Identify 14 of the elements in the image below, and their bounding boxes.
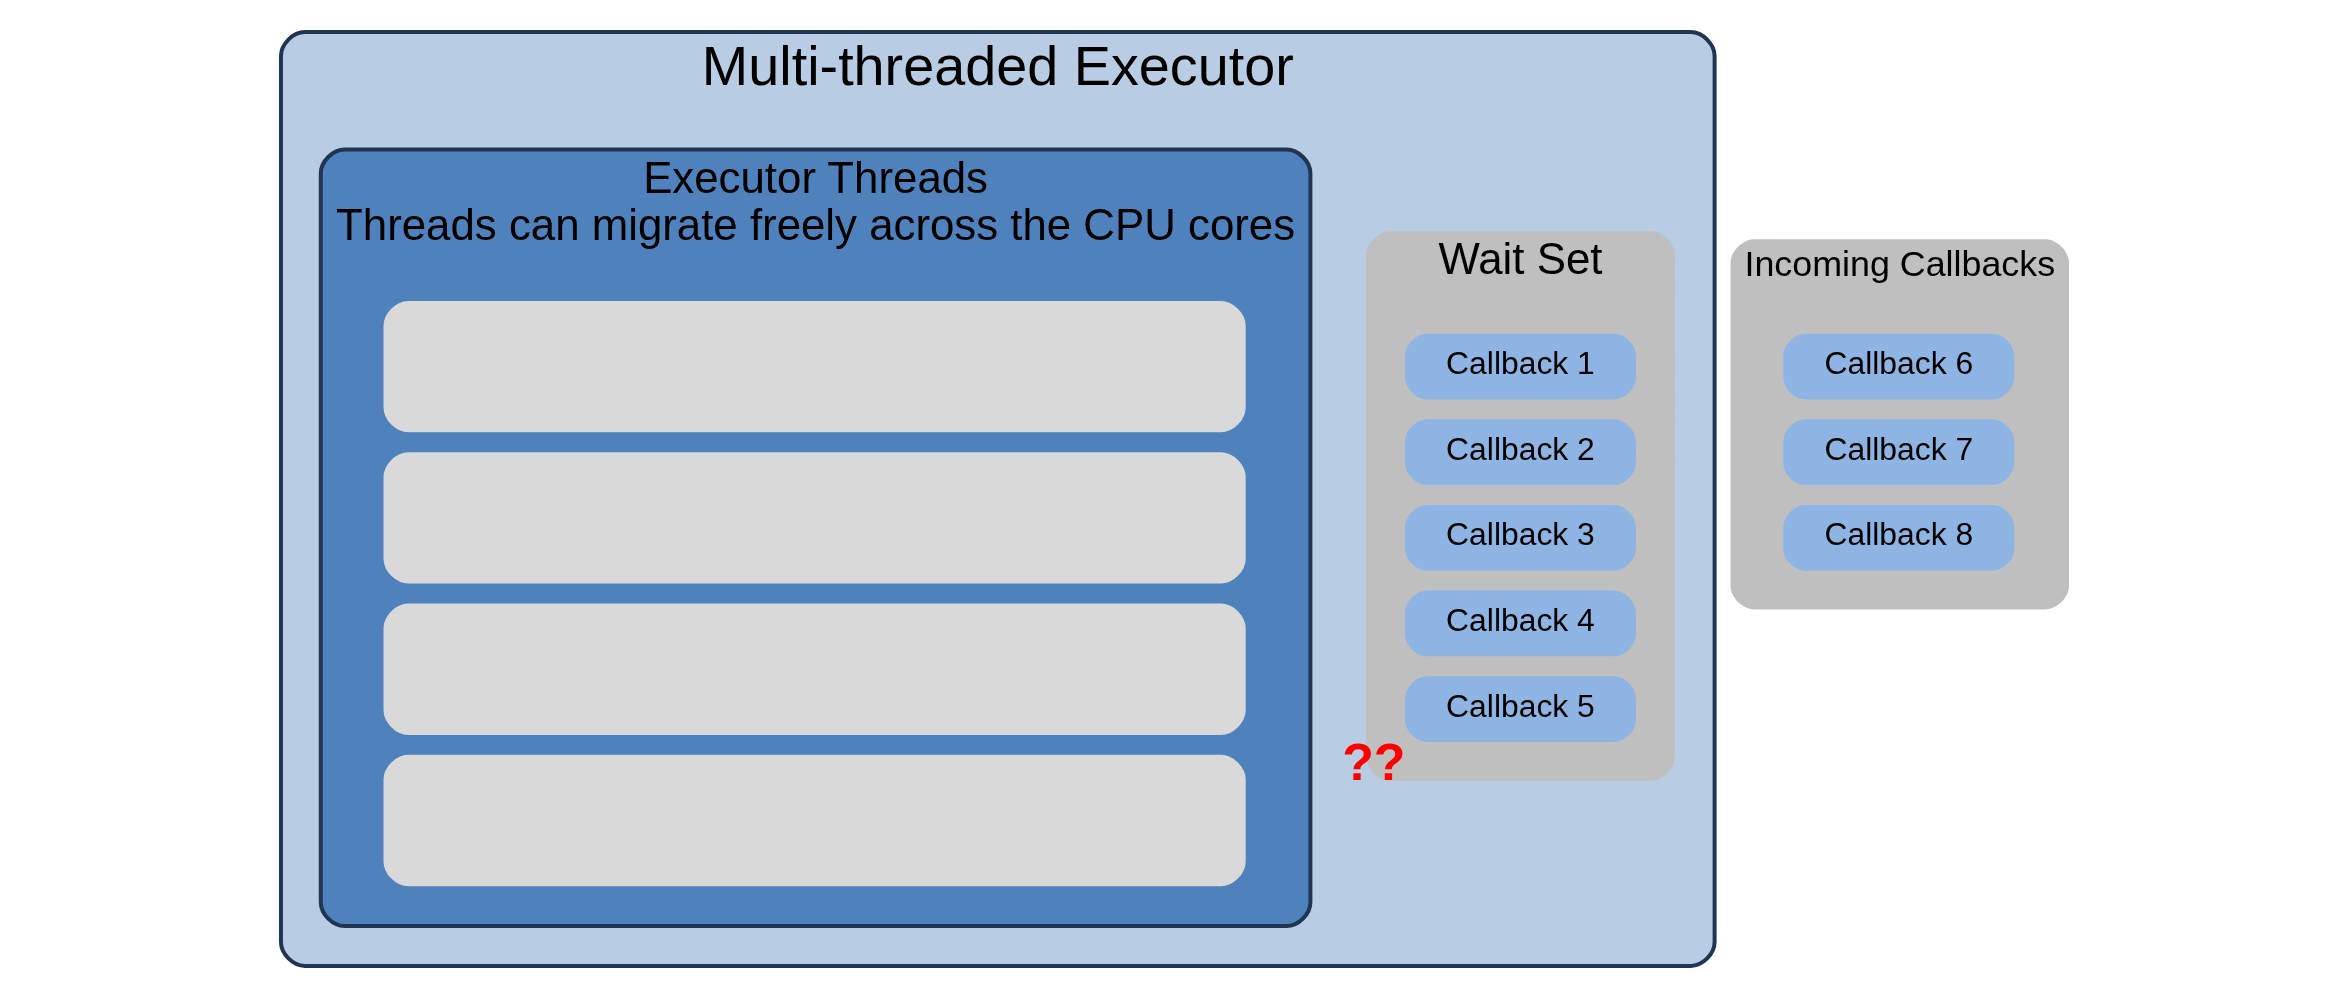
node-box: Callback 6 [1782, 333, 2014, 400]
node-box: Callback 1 [1404, 333, 1636, 400]
node-box: Callback 3 [1404, 504, 1636, 571]
node-box [383, 452, 1246, 584]
cluster: Executor Threads Threads can migrate freely across the CPU cores [318, 147, 1312, 929]
node-box: Callback 5 [1404, 676, 1636, 742]
node-box: Callback 4 [1404, 590, 1636, 657]
node-label: ?? [1341, 733, 1406, 792]
node-box: Callback 7 [1782, 419, 2014, 486]
node-box: Callback 2 [1404, 419, 1636, 486]
node-box [383, 754, 1246, 887]
node-box [383, 603, 1246, 735]
node-box [383, 300, 1246, 433]
node-box: Callback 8 [1782, 504, 2014, 571]
